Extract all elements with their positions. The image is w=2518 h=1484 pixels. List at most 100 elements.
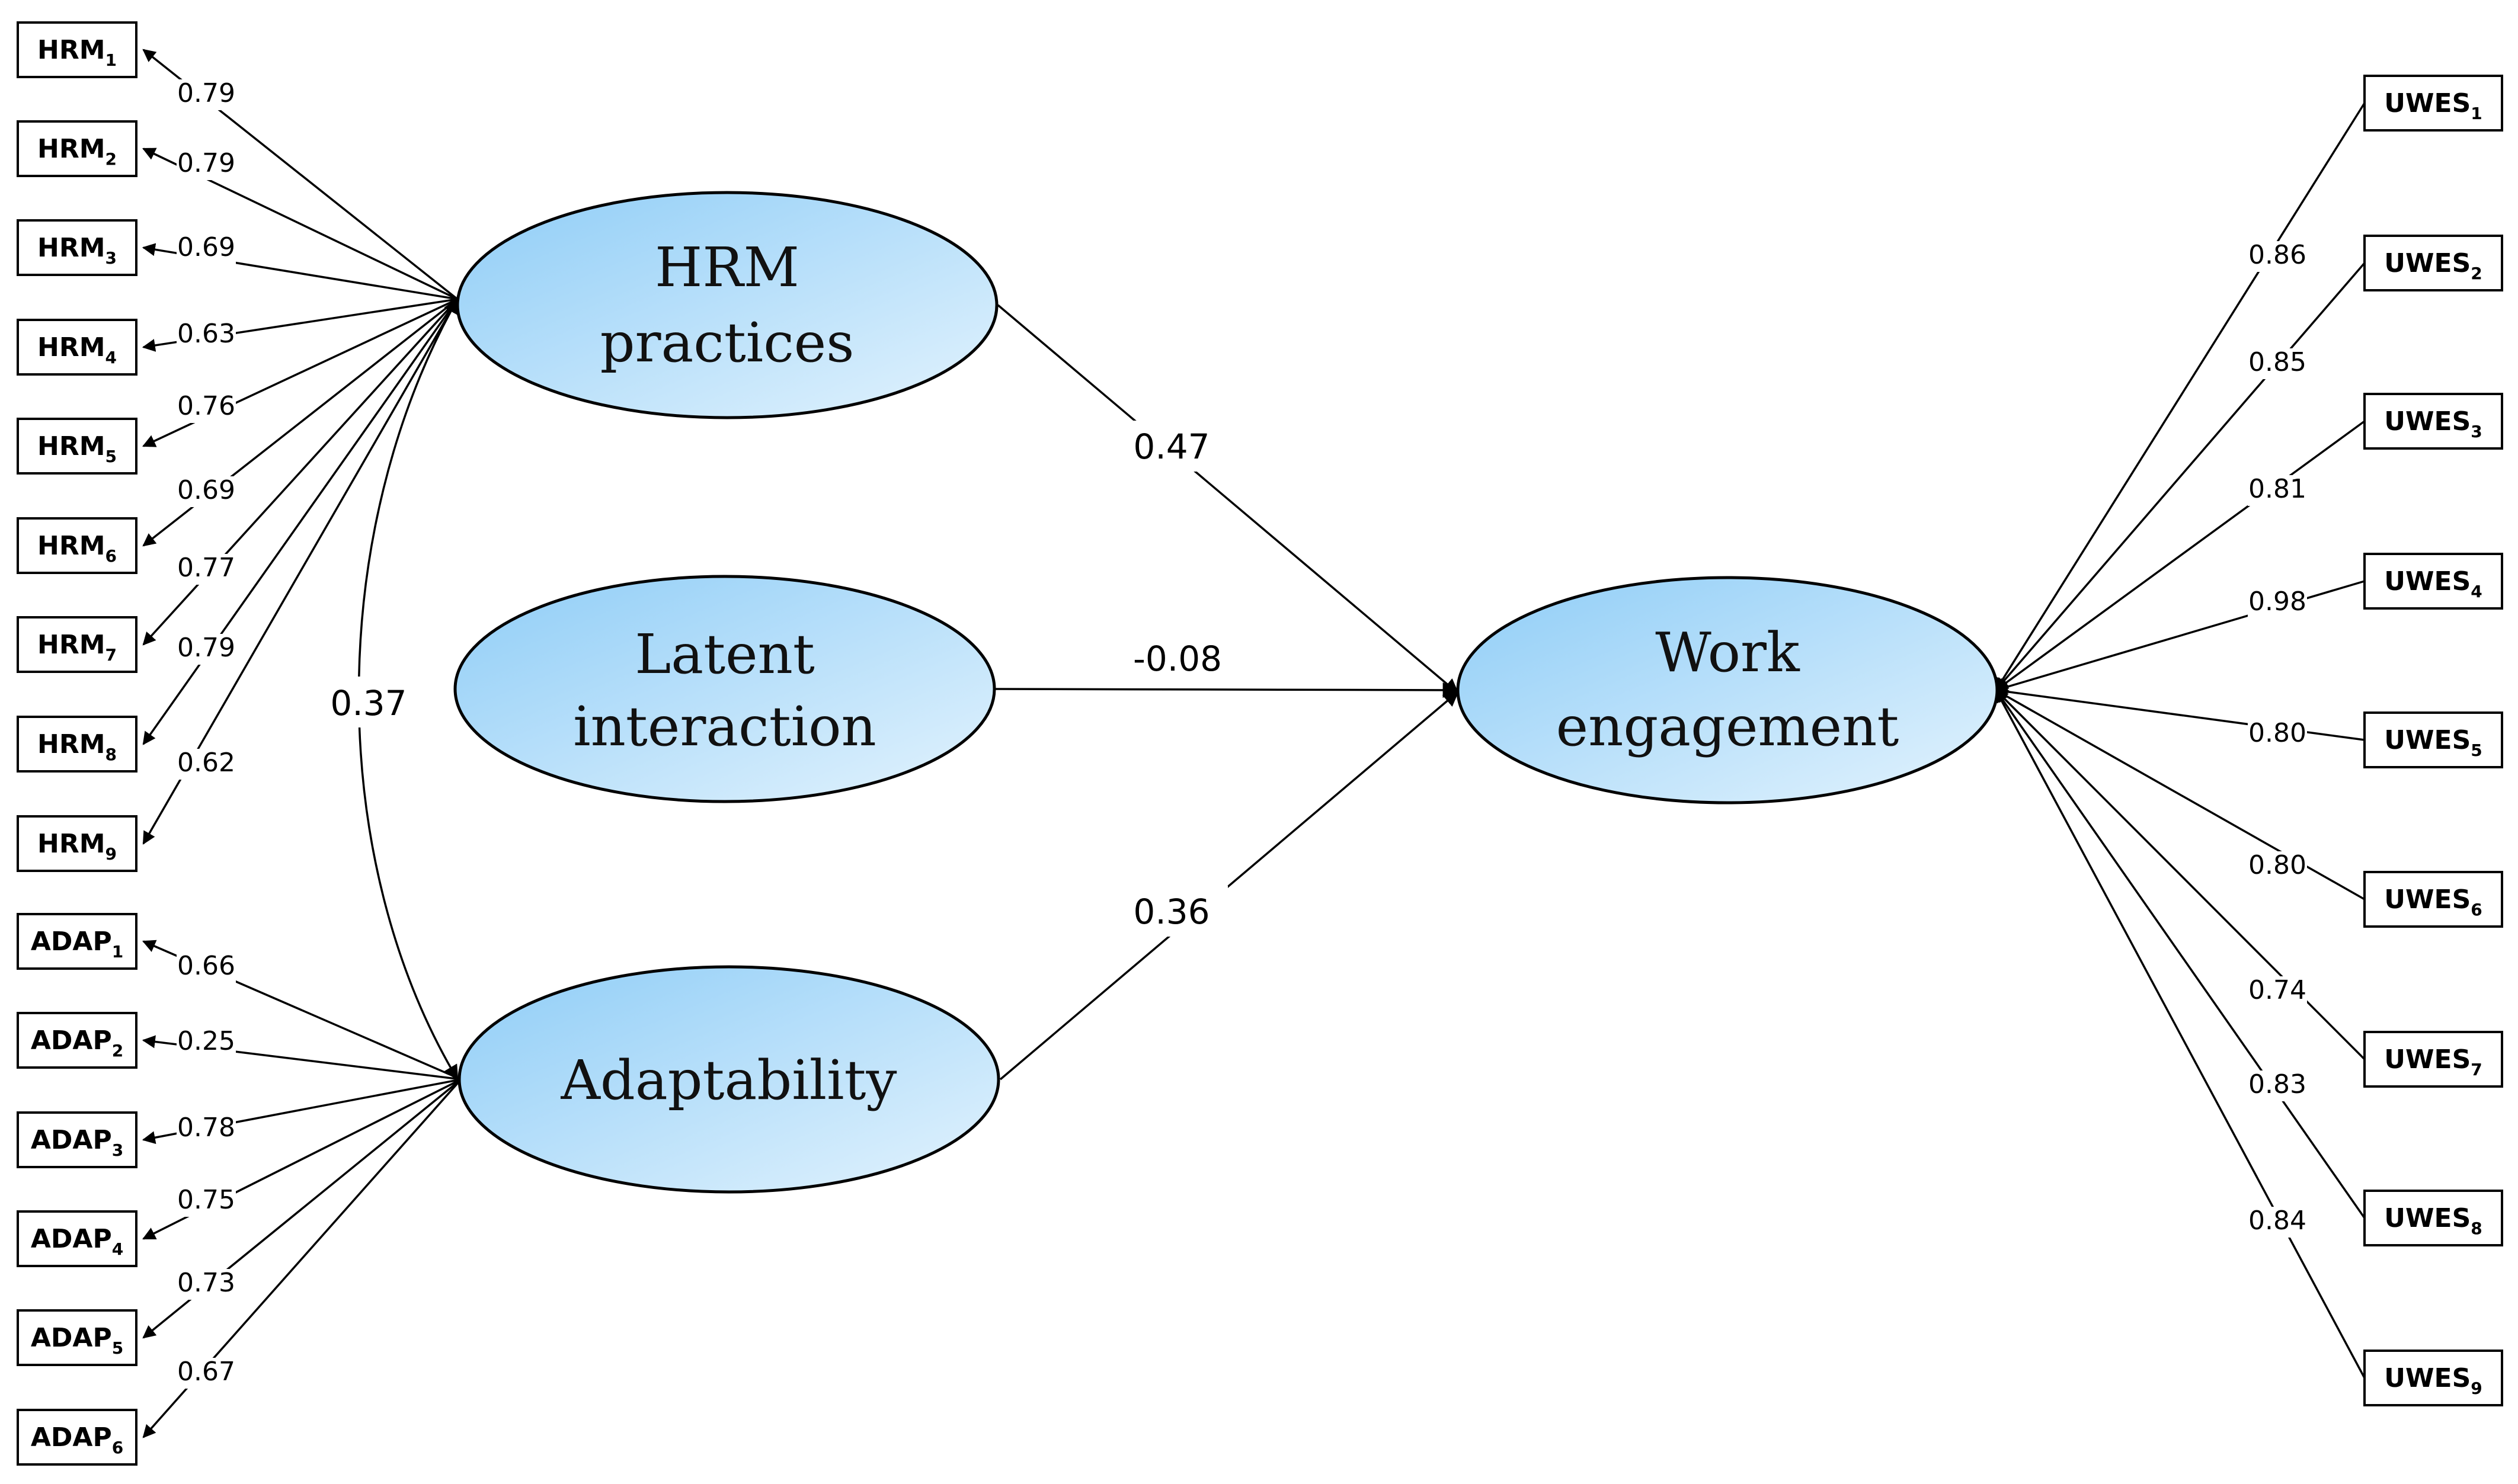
latent-interaction-line2: interaction <box>573 695 876 758</box>
loading-hrm-7-label-bg <box>177 554 236 585</box>
indicator-subscript: 3 <box>105 248 117 268</box>
path-interaction-to-engagement <box>995 682 1458 698</box>
loading-adap-6-label: 0.67 <box>177 1357 235 1387</box>
latent-hrm-line2: practices <box>600 311 855 374</box>
indicator-subscript: 2 <box>112 1041 123 1060</box>
indicator-subscript: 9 <box>2471 1379 2482 1398</box>
indicator-subscript: 6 <box>112 1438 123 1457</box>
indicator-base: UWES <box>2384 88 2471 118</box>
loading-uwes-9-arrow <box>1995 689 2366 1379</box>
indicator-label: UWES2 <box>2384 248 2482 283</box>
indicator-box <box>2363 393 2503 450</box>
indicator-hrm-3: HRM3 <box>17 219 137 276</box>
indicator-base: UWES <box>2384 406 2471 437</box>
indicator-hrm-7: HRM7 <box>17 616 137 673</box>
indicator-adap-1: ADAP1 <box>17 913 137 970</box>
indicator-uwes-4: UWES4 <box>2363 553 2503 610</box>
indicator-subscript: 1 <box>112 942 123 961</box>
loading-hrm-9-label-bg <box>177 749 236 780</box>
loading-uwes-7-arrow <box>1995 689 2366 1060</box>
indicator-subscript: 5 <box>112 1338 123 1358</box>
indicator-label: UWES1 <box>2384 88 2482 123</box>
structural-path-labels: 0.47 -0.08 0.36 0.37 <box>325 421 1228 937</box>
indicator-label: ADAP1 <box>31 927 123 961</box>
loading-uwes-8-arrow <box>1995 689 2366 1219</box>
latent-work-engagement: Work engagement <box>1456 576 1999 804</box>
indicator-uwes-6: UWES6 <box>2363 871 2503 928</box>
indicator-subscript: 1 <box>105 50 117 70</box>
loading-hrm-4-label: 0.63 <box>177 319 235 349</box>
loading-uwes-4-label-bg <box>2248 588 2307 618</box>
path-label-hrm: 0.47 <box>1133 427 1210 467</box>
indicator-base: UWES <box>2384 1044 2471 1075</box>
indicator-base: UWES <box>2384 1203 2471 1233</box>
latent-engagement-line2: engagement <box>1556 695 1899 758</box>
indicator-subscript: 8 <box>2471 1219 2482 1238</box>
loading-uwes-7-label: 0.74 <box>2248 975 2306 1005</box>
loading-uwes-3-label-bg <box>2248 475 2307 506</box>
indicator-box <box>2363 235 2503 291</box>
loading-uwes-1-arrow <box>1995 102 2366 691</box>
indicator-box <box>17 1012 137 1069</box>
indicator-box <box>17 1210 137 1267</box>
loading-uwes-2-arrow <box>1995 262 2366 691</box>
indicator-subscript: 2 <box>2471 264 2482 283</box>
indicator-base: UWES <box>2384 884 2471 915</box>
indicator-subscript: 7 <box>105 645 117 665</box>
indicator-box <box>17 418 137 475</box>
indicator-box <box>2363 1190 2503 1246</box>
indicator-base: HRM <box>37 134 105 164</box>
indicator-base: HRM <box>37 233 105 263</box>
indicator-box <box>17 1111 137 1168</box>
indicator-uwes-5: UWES5 <box>2363 711 2503 768</box>
indicator-base: HRM <box>37 332 105 363</box>
loading-uwes-9-label: 0.84 <box>2248 1206 2306 1236</box>
ellipse-hrm <box>456 191 999 419</box>
indicator-base: UWES <box>2384 248 2471 278</box>
indicator-label: HRM5 <box>37 431 117 466</box>
loading-hrm-7-arrow <box>142 298 459 646</box>
indicator-uwes-9: UWES9 <box>2363 1350 2503 1406</box>
loading-uwes-8-label: 0.83 <box>2248 1069 2306 1100</box>
indicator-subscript: 4 <box>105 348 117 367</box>
latent-adaptability: Adaptability <box>457 965 1000 1194</box>
indicator-subscript: 9 <box>105 844 117 864</box>
indicator-adap-3: ADAP3 <box>17 1111 137 1168</box>
indicator-subscript: 3 <box>112 1140 123 1160</box>
indicator-base: UWES <box>2384 725 2471 755</box>
indicator-hrm-9: HRM9 <box>17 815 137 872</box>
loading-hrm-6-label: 0.69 <box>177 475 235 505</box>
indicator-subscript: 4 <box>112 1239 123 1259</box>
indicator-uwes-1: UWES1 <box>2363 75 2503 132</box>
indicator-label: UWES4 <box>2384 566 2482 601</box>
ellipse-adaptability <box>457 965 1000 1194</box>
indicator-subscript: 4 <box>2471 582 2482 601</box>
indicator-uwes-8: UWES8 <box>2363 1190 2503 1246</box>
indicator-hrm-2: HRM2 <box>17 120 137 177</box>
latent-engagement-line1: Work <box>1655 621 1800 684</box>
indicator-uwes-3: UWES3 <box>2363 393 2503 450</box>
loading-uwes-4-arrow <box>1994 580 2365 693</box>
ellipse-interaction <box>453 575 996 803</box>
indicator-base: UWES <box>2384 1363 2471 1393</box>
loading-hrm-9-label: 0.62 <box>177 748 235 778</box>
loading-hrm-4-label-bg <box>177 320 236 351</box>
indicator-subscript: 5 <box>2471 741 2482 760</box>
indicator-box <box>2363 1031 2503 1088</box>
indicator-hrm-8: HRM8 <box>17 716 137 773</box>
path-adaptability-to-engagement <box>999 691 1459 1081</box>
loading-hrm-7-label: 0.77 <box>177 553 235 583</box>
indicator-box <box>17 219 137 276</box>
loading-uwes-9-label-bg <box>2248 1207 2307 1238</box>
indicator-uwes-2: UWES2 <box>2363 235 2503 291</box>
indicator-adap-4: ADAP4 <box>17 1210 137 1267</box>
indicator-label: UWES3 <box>2384 406 2482 441</box>
indicator-base: ADAP <box>31 1422 112 1453</box>
indicator-box <box>17 1409 137 1466</box>
loading-hrm-2-label-bg <box>177 149 236 180</box>
latent-adaptability-line1: Adaptability <box>560 1049 897 1112</box>
indicator-label: HRM4 <box>37 332 117 367</box>
indicator-box <box>17 120 137 177</box>
indicator-box <box>17 913 137 970</box>
